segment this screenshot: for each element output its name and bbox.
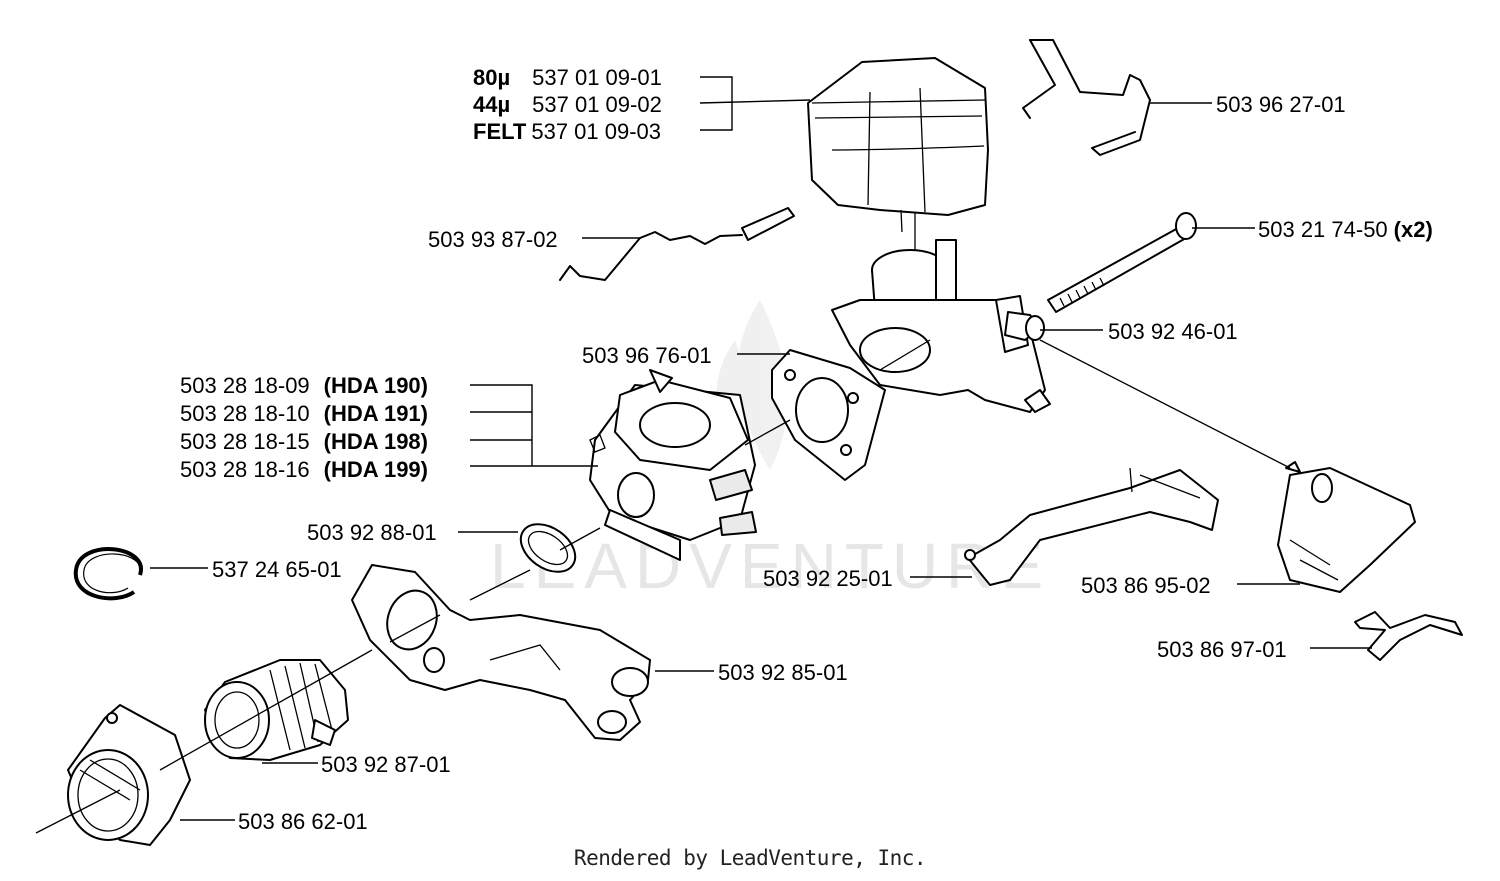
seal-ring-label[interactable]: 503 92 88-01	[307, 520, 437, 545]
seal-ring[interactable]	[512, 514, 584, 581]
flange[interactable]	[67, 704, 191, 846]
axis-lines	[35, 339, 1291, 834]
wire-clip[interactable]	[1022, 39, 1151, 156]
gasket[interactable]	[771, 349, 886, 481]
gasket-label[interactable]: 503 96 76-01	[582, 343, 712, 368]
circlip-label[interactable]: 537 24 65-01	[212, 557, 342, 582]
spring-plate[interactable]	[1354, 611, 1463, 661]
spring-plate-label[interactable]: 503 86 97-01	[1157, 637, 1287, 662]
carburetor[interactable]	[589, 369, 757, 561]
throttle-rod[interactable]	[964, 467, 1219, 586]
carburetor-label-1[interactable]: 503 28 18-09(HDA 190)	[180, 373, 428, 398]
intake-boot[interactable]	[204, 659, 349, 761]
throttle-rod-label[interactable]: 503 92 25-01	[763, 566, 893, 591]
watermark-text: LEADVENTURE	[490, 530, 1051, 602]
intake-manifold-label[interactable]: 503 92 85-01	[718, 660, 848, 685]
choke-rod-label[interactable]: 503 93 87-02	[428, 227, 558, 252]
carburetor-label-2[interactable]: 503 28 18-10(HDA 191)	[180, 401, 428, 426]
circlip[interactable]	[73, 547, 143, 601]
carburetor-label-4[interactable]: 503 28 18-16(HDA 199)	[180, 457, 428, 482]
cover[interactable]	[1277, 461, 1416, 593]
leader-lines	[150, 76, 1372, 821]
wire-clip-label[interactable]: 503 96 27-01	[1216, 92, 1346, 117]
screw[interactable]	[1047, 212, 1197, 313]
air-filter[interactable]	[807, 57, 989, 252]
sleeve[interactable]	[1004, 311, 1045, 341]
sleeve-label[interactable]: 503 92 46-01	[1108, 319, 1238, 344]
footer-credit: Rendered by LeadVenture, Inc.	[573, 846, 927, 870]
cover-label[interactable]: 503 86 95-02	[1081, 573, 1211, 598]
choke-rod[interactable]	[559, 207, 795, 281]
flange-label[interactable]: 503 86 62-01	[238, 809, 368, 834]
carburetor-label-3[interactable]: 503 28 18-15(HDA 198)	[180, 429, 428, 454]
screw-label[interactable]: 503 21 74-50(x2)	[1258, 217, 1433, 242]
intake-boot-label[interactable]: 503 92 87-01	[321, 752, 451, 777]
intake-manifold[interactable]	[351, 564, 651, 741]
